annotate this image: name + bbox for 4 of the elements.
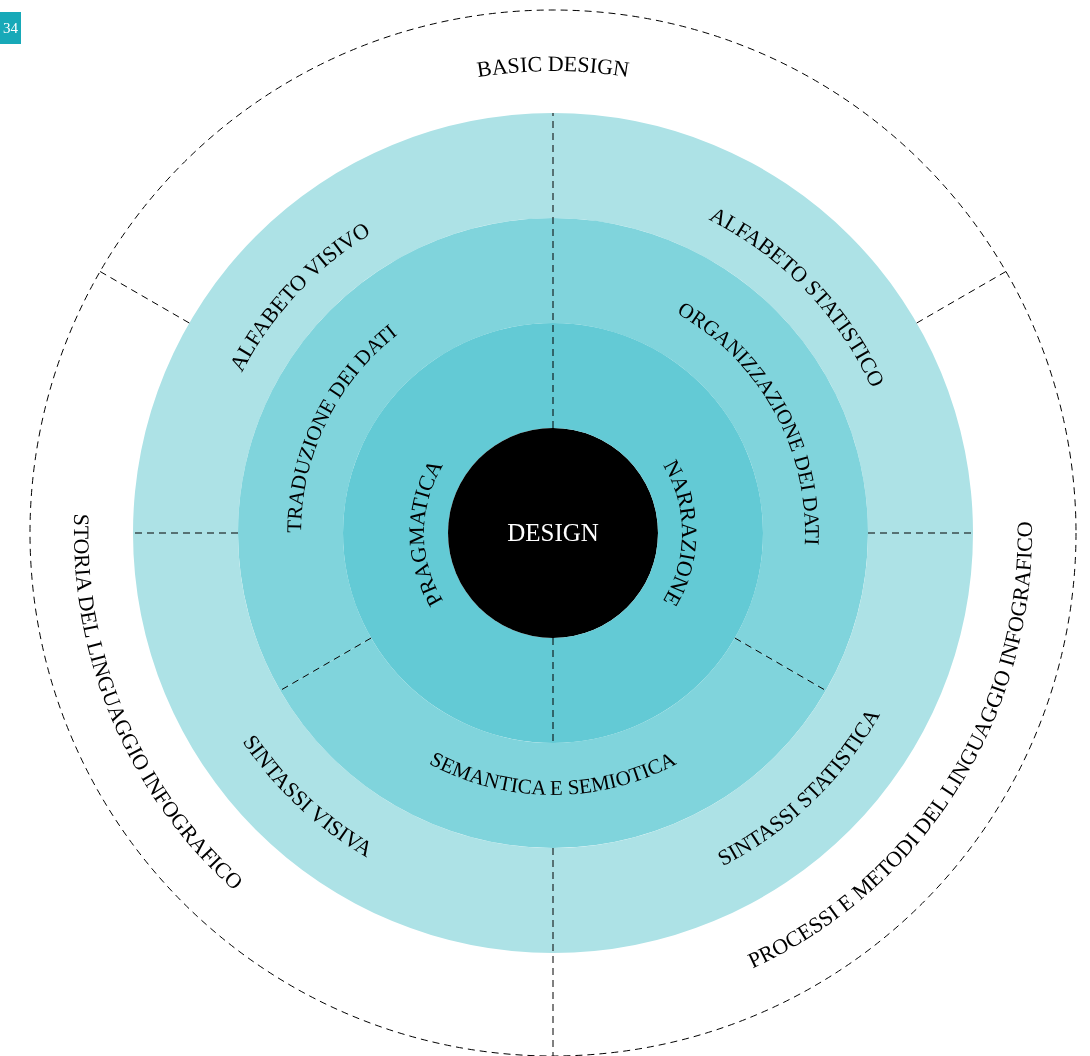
segment-label: BASIC DESIGN: [474, 51, 631, 83]
center-circle: [448, 428, 658, 638]
center-label: DESIGN: [507, 519, 599, 547]
page-number: 34: [0, 12, 21, 44]
